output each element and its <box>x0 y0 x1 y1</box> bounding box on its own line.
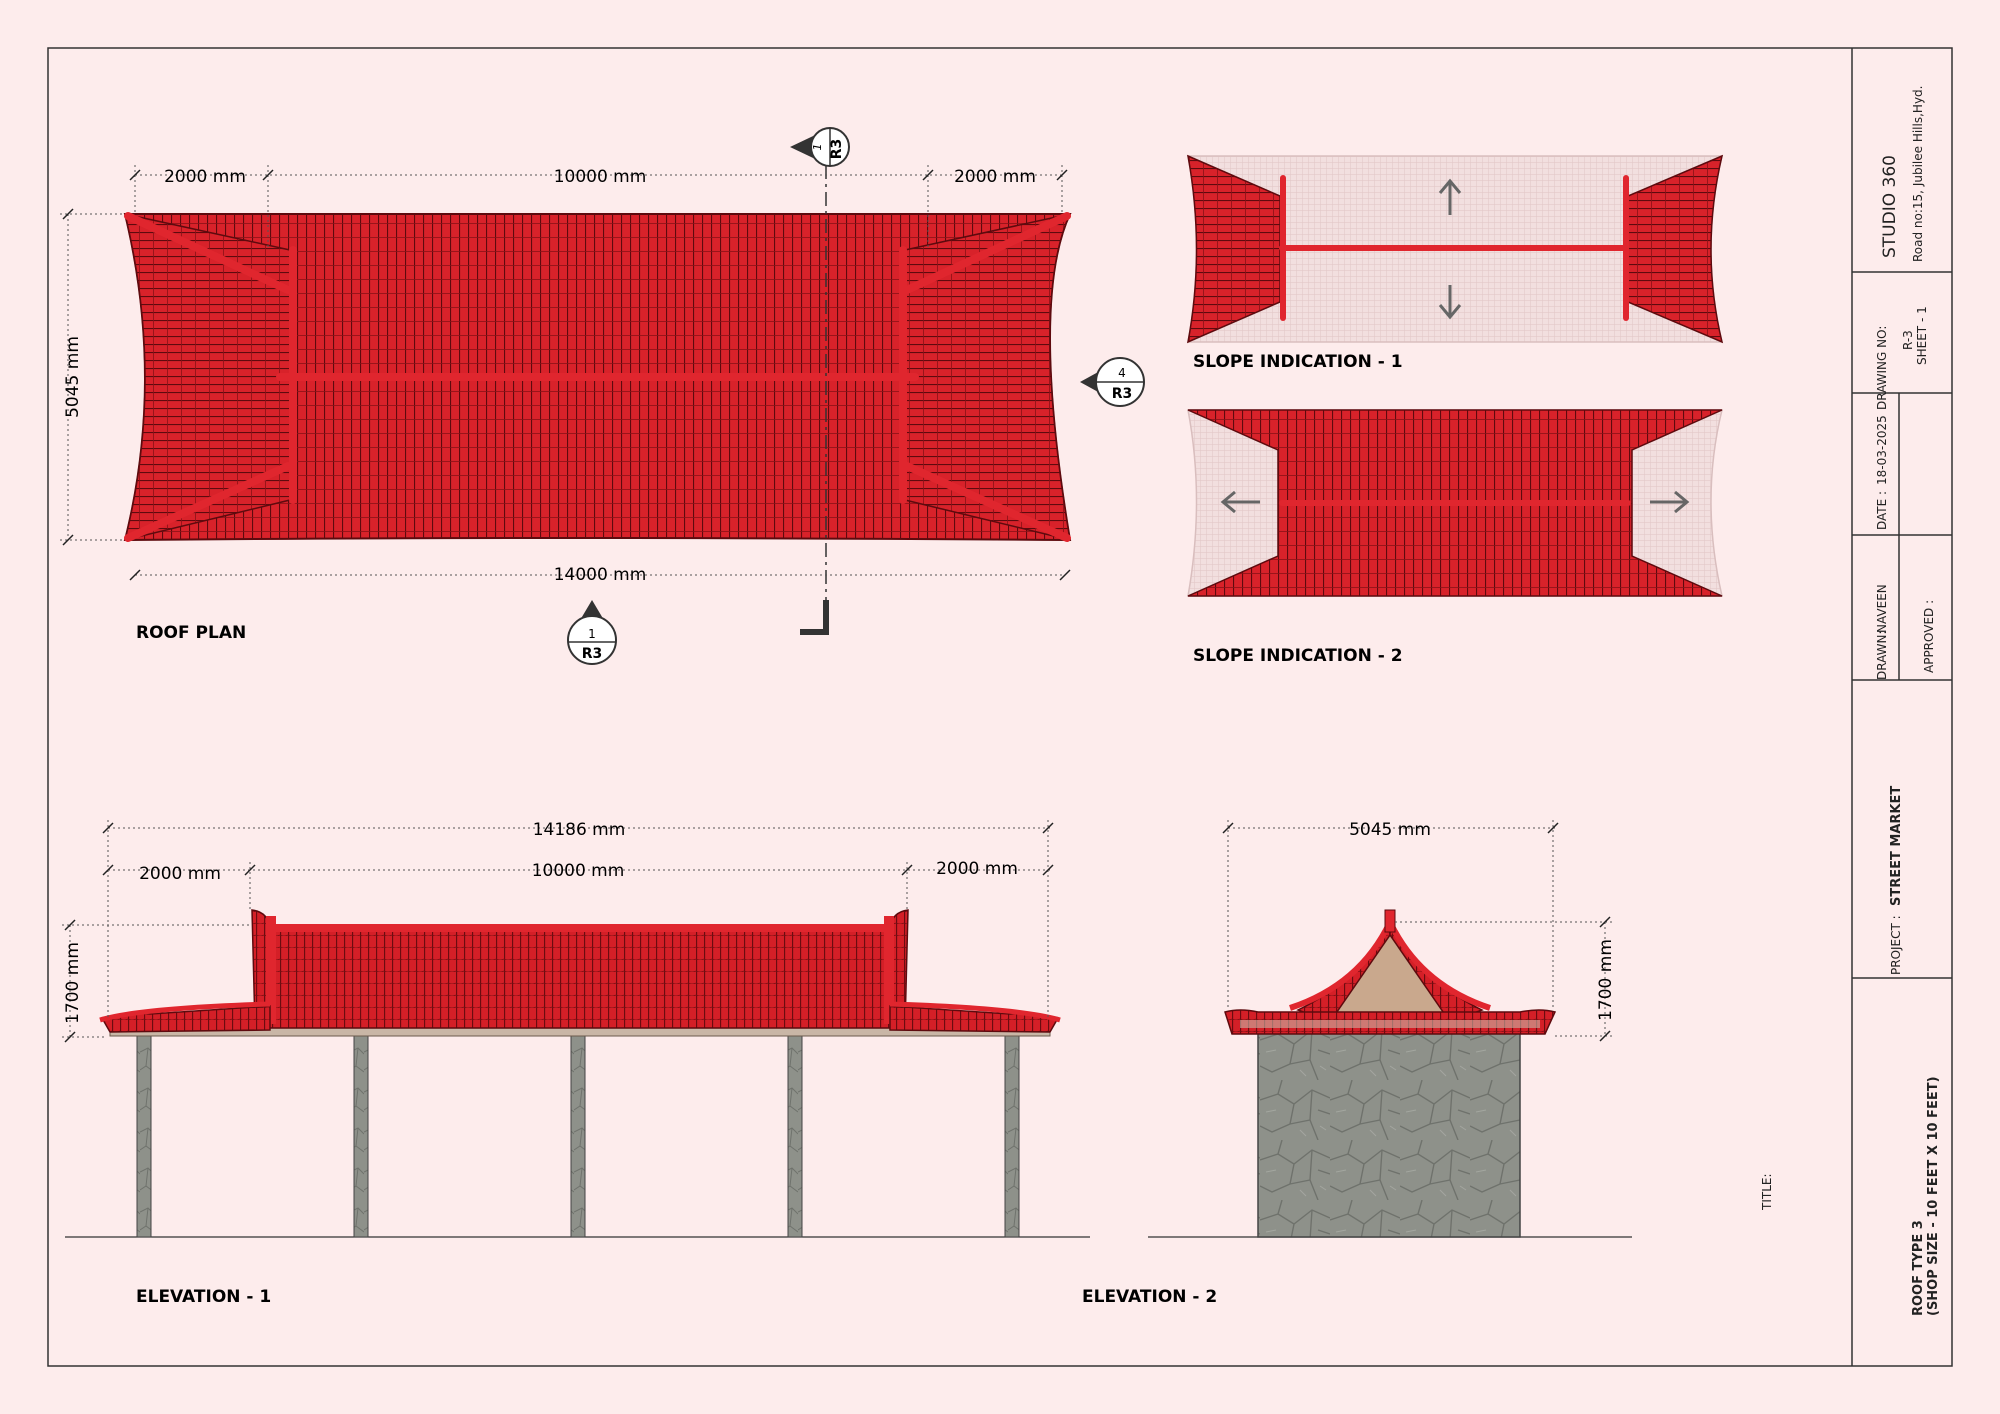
drawing-no-label: DRAWING NO: <box>1875 326 1889 410</box>
roof-plan-dim-mid: 10000 mm <box>554 167 647 187</box>
slope-arrows-1 <box>1438 178 1462 320</box>
roof-plan-dim-lines <box>60 165 1065 576</box>
title-line-1: ROOF TYPE 3 <box>1911 1220 1926 1316</box>
drawn-label: DRAWN: <box>1875 630 1889 680</box>
section-marker-side-ref: R3 <box>1112 386 1133 402</box>
studio-name: STUDIO 360 <box>1880 155 1900 258</box>
drawn-value: NAVEEN <box>1875 584 1889 633</box>
title-block <box>1851 48 1952 1366</box>
elevation-1-dim-right: 2000 mm <box>936 859 1018 879</box>
roof-plan-left-hip <box>123 213 291 542</box>
drawing-no: R-3 <box>1901 330 1915 350</box>
slope-1-title: SLOPE INDICATION - 1 <box>1193 352 1403 372</box>
title-label: TITLE: <box>1760 1173 1774 1211</box>
section-marker-top: 1 R3 <box>790 127 850 167</box>
section-marker-bottom-num: 1 <box>588 627 596 641</box>
elevation-1: 14186 mm 2000 mm 10000 mm 2000 mm 1700 m… <box>62 820 1090 1307</box>
elevation-1-dim-total: 14186 mm <box>533 820 626 840</box>
date-value: 18-03-2025 <box>1875 415 1889 485</box>
section-marker-side: 4 R3 <box>1080 357 1145 407</box>
project-label: PROJECT : <box>1889 915 1903 975</box>
sheet-border <box>47 47 1953 1367</box>
studio-address: Road no:15, Jubilee Hills,Hyd. <box>1911 86 1925 262</box>
elevation-2: 5045 mm 1700 mm ELEVATION - 2 <box>1082 820 1632 1307</box>
roof-plan-ridges <box>124 212 1071 542</box>
title-block-text: STUDIO 360 Road no:15, Jubilee Hills,Hyd… <box>1760 86 1941 1316</box>
elevation-1-title: ELEVATION - 1 <box>136 1287 271 1307</box>
roof-plan-dim-total: 14000 mm <box>554 565 647 585</box>
date-label: DATE : <box>1875 491 1889 530</box>
roof-plan: 2000 mm 10000 mm 2000 mm 14000 mm 5045 m… <box>60 165 1072 643</box>
section-marker-side-num: 4 <box>1118 366 1126 380</box>
section-marker-top-ref: R3 <box>829 139 845 160</box>
slope-indication-2: SLOPE INDICATION - 2 <box>1187 409 1723 666</box>
section-cut-end <box>800 600 829 635</box>
elevation-2-title: ELEVATION - 2 <box>1082 1287 1217 1307</box>
roof-plan-ticks <box>62 169 1071 581</box>
approved-label: APPROVED : <box>1922 600 1936 673</box>
section-marker-bottom: 1 R3 <box>567 600 617 665</box>
elevation-1-dim-mid: 10000 mm <box>532 861 625 881</box>
title-line-2: (SHOP SIZE - 10 FEET X 10 FEET) <box>1926 1076 1941 1316</box>
roof-plan-dim-left: 2000 mm <box>164 167 246 187</box>
slope-2-title: SLOPE INDICATION - 2 <box>1193 646 1403 666</box>
elevation-1-dim-left: 2000 mm <box>139 864 221 884</box>
slope-arrows-2 <box>1220 490 1690 514</box>
elevation-1-dim-height: 1700 mm <box>63 942 83 1024</box>
section-marker-bottom-ref: R3 <box>582 646 603 662</box>
roof-plan-right-hip <box>904 212 1072 541</box>
roof-plan-dim-right: 2000 mm <box>954 167 1036 187</box>
slope-indication-1: SLOPE INDICATION - 1 <box>1187 154 1724 372</box>
project-name: STREET MARKET <box>1889 786 1904 906</box>
elevation-2-dim-height: 1700 mm <box>1596 939 1616 1021</box>
elevation-2-dim-width: 5045 mm <box>1349 820 1431 840</box>
roof-plan-dim-depth: 5045 mm <box>63 336 83 418</box>
sheet-no: SHEET - 1 <box>1915 306 1929 365</box>
section-marker-top-num: 1 <box>811 144 824 151</box>
roof-plan-title: ROOF PLAN <box>136 623 246 643</box>
